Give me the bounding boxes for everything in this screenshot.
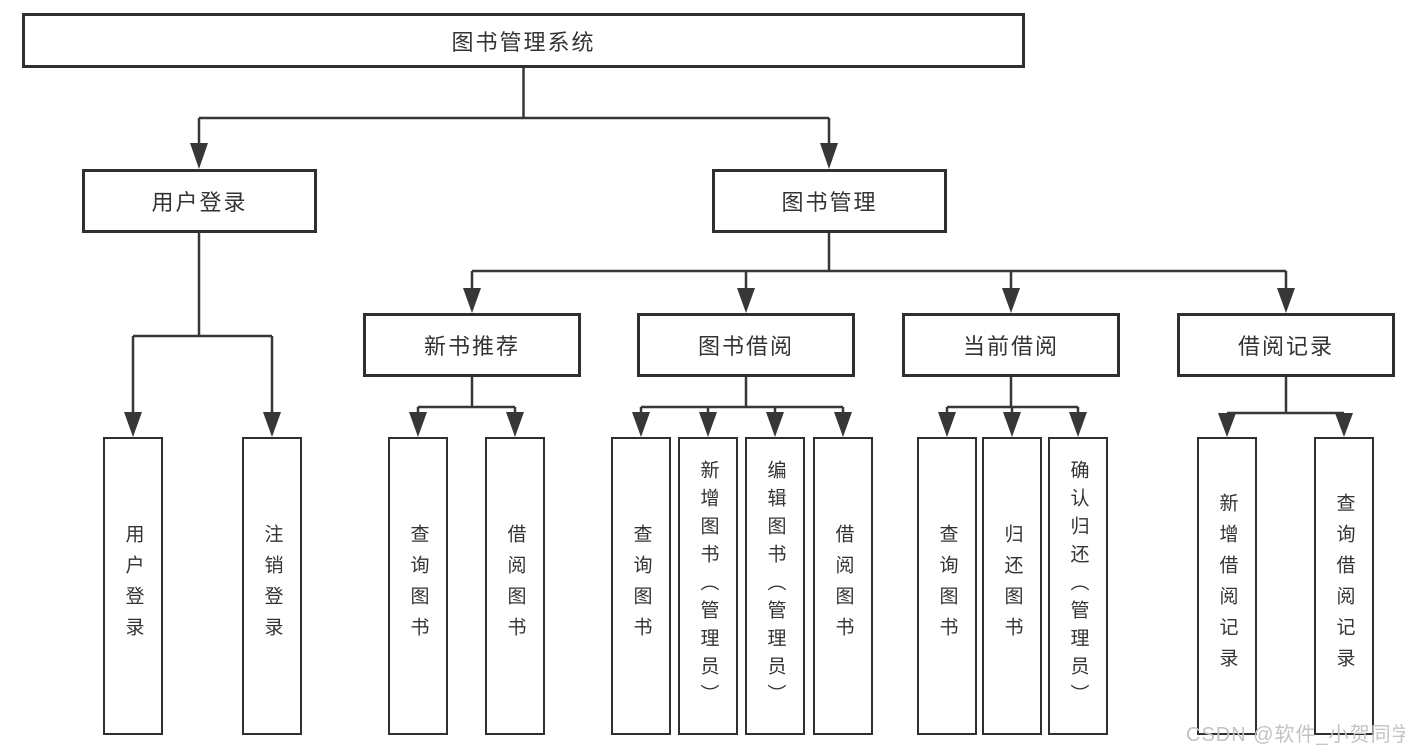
- node-new-book-recommend-label: 新书推荐: [423, 334, 520, 359]
- leaf-borrow-books-recommend-label: 借阅图书: [504, 524, 526, 648]
- leaf-logout-login-label: 注销登录: [261, 524, 283, 648]
- leaf-edit-books-admin: 编辑图书（管理员）: [745, 437, 805, 735]
- node-user-login-label: 用户登录: [151, 190, 248, 215]
- leaf-borrow-books-recommend: 借阅图书: [485, 437, 545, 735]
- leaf-query-books-recommend-label: 查询图书: [407, 524, 429, 648]
- node-library-management-system: 图书管理系统: [22, 13, 1025, 68]
- leaf-add-books-admin-label: 新增图书（管理员）: [697, 460, 719, 712]
- leaf-return-books: 归还图书: [982, 437, 1042, 735]
- leaf-add-borrow-record: 新增借阅记录: [1197, 437, 1257, 735]
- leaf-add-borrow-record-label: 新增借阅记录: [1216, 493, 1238, 679]
- leaf-query-books-borrow-label: 查询图书: [630, 524, 652, 648]
- leaf-confirm-return-admin-label: 确认归还（管理员）: [1067, 460, 1089, 712]
- leaf-query-borrow-record-label: 查询借阅记录: [1333, 493, 1355, 679]
- leaf-user-login: 用户登录: [103, 437, 163, 735]
- node-book-management-label: 图书管理: [781, 190, 878, 215]
- leaf-query-books-current-label: 查询图书: [936, 524, 958, 648]
- node-borrowing-records: 借阅记录: [1177, 313, 1395, 377]
- node-book-management: 图书管理: [712, 169, 947, 233]
- leaf-logout-login: 注销登录: [242, 437, 302, 735]
- leaf-query-books-recommend: 查询图书: [388, 437, 448, 735]
- leaf-user-login-label: 用户登录: [122, 524, 144, 648]
- node-library-management-system-label: 图书管理系统: [451, 29, 596, 55]
- node-current-borrowing-label: 当前借阅: [962, 334, 1059, 359]
- node-book-borrowing-label: 图书借阅: [697, 334, 794, 359]
- node-user-login: 用户登录: [82, 169, 317, 233]
- node-borrowing-records-label: 借阅记录: [1237, 334, 1334, 359]
- leaf-edit-books-admin-label: 编辑图书（管理员）: [764, 460, 786, 712]
- node-new-book-recommend: 新书推荐: [363, 313, 581, 377]
- leaf-add-books-admin: 新增图书（管理员）: [678, 437, 738, 735]
- leaf-borrow-books: 借阅图书: [813, 437, 873, 735]
- leaf-query-books-current: 查询图书: [917, 437, 977, 735]
- csdn-watermark: CSDN @软件_小贺同学: [1186, 724, 1405, 746]
- leaf-confirm-return-admin: 确认归还（管理员）: [1048, 437, 1108, 735]
- leaf-borrow-books-label: 借阅图书: [832, 524, 854, 648]
- node-book-borrowing: 图书借阅: [637, 313, 855, 377]
- leaf-query-borrow-record: 查询借阅记录: [1314, 437, 1374, 735]
- leaf-return-books-label: 归还图书: [1001, 524, 1023, 648]
- node-current-borrowing: 当前借阅: [902, 313, 1120, 377]
- leaf-query-books-borrow: 查询图书: [611, 437, 671, 735]
